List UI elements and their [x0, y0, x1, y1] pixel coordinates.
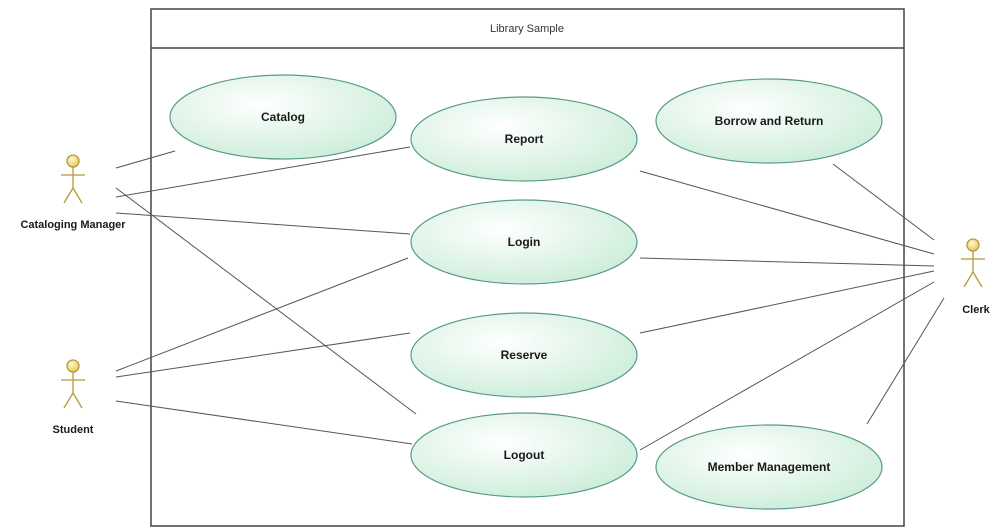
assoc-manager-report — [115, 146, 411, 198]
actor-clerk-label: Clerk — [962, 304, 990, 316]
actor-cataloging-manager[interactable]: Cataloging Manager — [20, 154, 126, 231]
assoc-clerk-borrow — [832, 163, 935, 241]
use-case-member-management[interactable]: Member Management — [655, 424, 883, 510]
actor-student[interactable]: Student — [53, 359, 94, 436]
actor-cataloging-manager-label: Cataloging Manager — [20, 219, 126, 231]
use-case-catalog[interactable]: Catalog — [169, 74, 397, 160]
use-case-member-management-label: Member Management — [708, 460, 831, 474]
use-case-reserve-label: Reserve — [501, 348, 548, 362]
assoc-clerk-report — [639, 170, 935, 255]
assoc-clerk-logout — [639, 281, 935, 451]
actor-student-label: Student — [53, 424, 94, 436]
use-case-login[interactable]: Login — [410, 199, 638, 285]
use-case-report-label: Report — [505, 132, 544, 146]
assoc-manager-logout — [115, 187, 417, 415]
use-case-catalog-label: Catalog — [261, 110, 305, 124]
use-case-borrow-and-return[interactable]: Borrow and Return — [655, 78, 883, 164]
use-case-report[interactable]: Report — [410, 96, 638, 182]
assoc-clerk-reserve — [639, 270, 935, 334]
assoc-clerk-member — [866, 297, 945, 425]
assoc-student-login — [115, 257, 409, 372]
assoc-manager-login — [115, 212, 411, 235]
use-case-borrow-and-return-label: Borrow and Return — [715, 114, 824, 128]
actor-clerk[interactable]: Clerk — [961, 238, 991, 316]
use-case-login-label: Login — [508, 235, 541, 249]
actor-figure-icon — [961, 238, 985, 288]
use-case-logout-label: Logout — [504, 448, 545, 462]
assoc-student-logout — [115, 400, 413, 445]
use-case-reserve[interactable]: Reserve — [410, 312, 638, 398]
assoc-clerk-login — [639, 257, 935, 267]
assoc-manager-catalog — [115, 150, 176, 169]
system-title: Library Sample — [490, 23, 564, 35]
associations — [115, 146, 945, 451]
assoc-student-reserve — [115, 332, 411, 378]
actor-figure-icon — [61, 359, 85, 409]
actor-figure-icon — [61, 154, 85, 204]
use-case-logout[interactable]: Logout — [410, 412, 638, 498]
